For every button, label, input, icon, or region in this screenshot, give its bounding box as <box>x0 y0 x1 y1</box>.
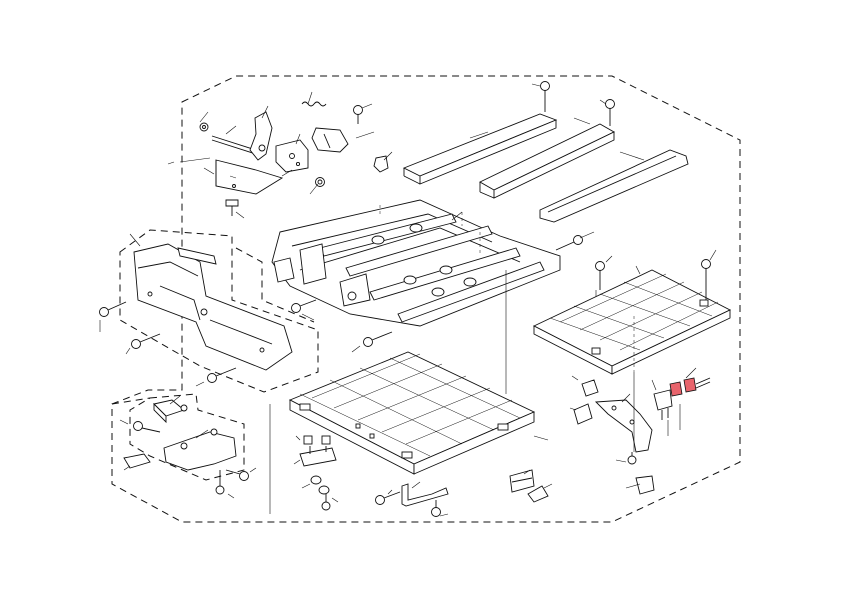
lower-left-bracket-boundary <box>129 393 245 481</box>
lower-center-hardware <box>269 404 449 517</box>
upper-guide-rails <box>402 81 689 223</box>
left-frame-group-boundary <box>119 229 319 393</box>
left-side-frame <box>99 161 293 387</box>
main-lower-tray <box>288 351 549 475</box>
lower-left-bracket-inner-boundary <box>111 397 151 405</box>
lower-left-bracket-subassembly <box>119 395 257 499</box>
right-lower-hardware <box>509 367 711 503</box>
top-left-drive-subassembly <box>179 91 393 219</box>
highlighted-connector-right <box>683 377 697 393</box>
highlighted-connector-left <box>669 381 683 397</box>
left-frame-inner-boundary <box>235 247 315 323</box>
outer-assembly-boundary <box>111 75 741 523</box>
main-frame-assembly <box>271 199 613 394</box>
upper-right-tray <box>532 249 732 375</box>
